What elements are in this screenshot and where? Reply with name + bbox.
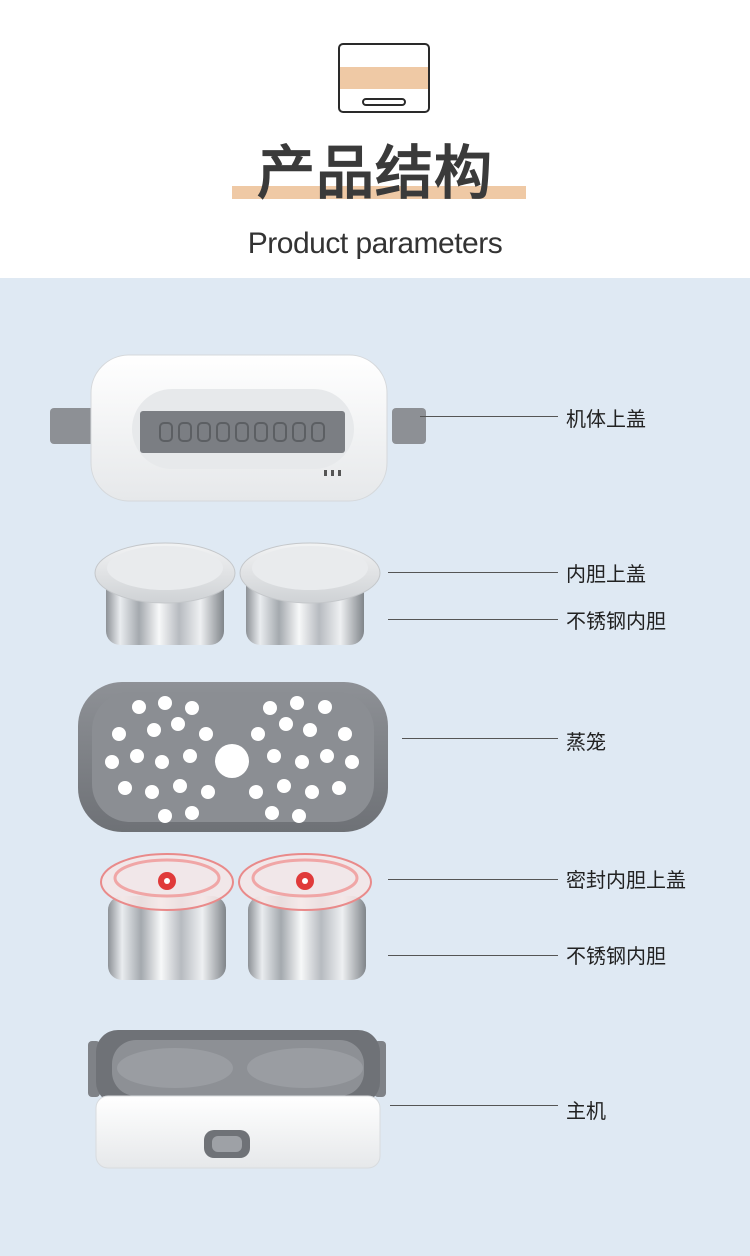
header-section: 产品结构 Product parameters [0, 0, 750, 278]
inner-pots-with-sealed-lids-illustration [100, 853, 372, 980]
callout-line-inner-lid [388, 572, 558, 573]
box-icon-band [340, 67, 428, 89]
title-underline [232, 186, 526, 199]
label-steamer: 蒸笼 [566, 730, 606, 754]
steamer-tray-illustration [78, 682, 388, 832]
callout-line-main-body [390, 1105, 558, 1106]
label-top-lid: 机体上盖 [566, 407, 646, 431]
callout-line-steamer [402, 738, 558, 739]
box-icon [338, 43, 430, 113]
label-steel-pot-1: 不锈钢内胆 [566, 609, 666, 633]
product-structure-panel: 机体上盖 内胆上盖 不锈钢内胆 蒸笼 密封内胆上盖 不锈钢内胆 主机 [0, 278, 750, 1256]
page-subtitle: Product parameters [247, 227, 503, 260]
product-exploded-illustration [50, 354, 426, 1169]
callout-line-steel-pot-1 [388, 619, 558, 620]
label-sealed-lid: 密封内胆上盖 [566, 868, 686, 892]
label-steel-pot-2: 不锈钢内胆 [566, 944, 666, 968]
label-main-body: 主机 [566, 1099, 606, 1123]
callout-line-steel-pot-2 [388, 955, 558, 956]
callout-line-sealed-lid [388, 879, 558, 880]
inner-pots-with-lids-illustration [94, 542, 381, 645]
label-inner-lid: 内胆上盖 [566, 562, 646, 586]
page-title: 产品结构 [256, 139, 493, 207]
callout-line-top-lid [420, 416, 558, 417]
box-icon-slot [362, 98, 406, 106]
top-lid-illustration [50, 354, 426, 502]
main-body-illustration [88, 1030, 386, 1169]
